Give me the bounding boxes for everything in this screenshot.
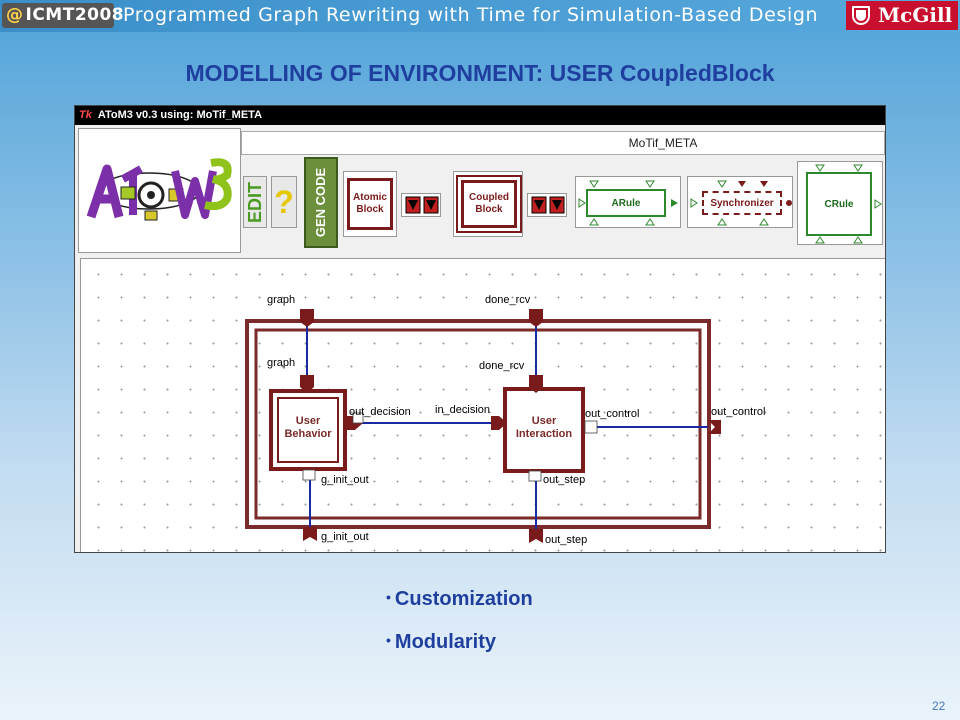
synchronizer-label: Synchronizer — [702, 191, 782, 215]
atom3-logo-graphic — [86, 158, 232, 221]
gen-code-label: GEN CODE — [313, 167, 329, 238]
user-behavior-inport-graph[interactable] — [300, 375, 314, 393]
user-interaction-port-label-done-rcv: done_rcv — [479, 360, 525, 372]
bullet-text: Modularity — [394, 631, 497, 653]
atom3-window: Tk AToM3 v0.3 using: MoTif_META MoTif_MET… — [74, 105, 886, 553]
coupled-port-tool[interactable] — [527, 193, 567, 217]
connection-wires — [306, 324, 708, 529]
outer-port-label-g-init-out: g_init_out — [321, 531, 369, 543]
model-canvas[interactable]: graph done_rcv out_control g_init_out ou… — [80, 258, 885, 552]
coupled-block-label: Coupled Block — [461, 180, 517, 228]
user-interaction-inport-done-rcv[interactable] — [529, 375, 543, 393]
arule-tool[interactable]: ARule — [575, 176, 681, 228]
edit-button[interactable]: EDIT — [243, 176, 267, 228]
user-behavior-port-label-graph: graph — [267, 357, 295, 369]
coupled-block-diagram: graph done_rcv out_control g_init_out ou… — [245, 294, 765, 546]
mcgill-logo: McGill — [846, 1, 958, 30]
icmt-logo: @ICMT2008 — [2, 3, 124, 28]
user-interaction-port-label-out-control: out_control — [585, 408, 639, 420]
outer-outport-out-step[interactable] — [529, 529, 543, 543]
bullet-item: •Customization — [386, 588, 533, 611]
crest-icon — [850, 4, 872, 27]
crule-tool[interactable]: CRule — [797, 161, 883, 245]
user-interaction-block[interactable] — [503, 387, 585, 473]
user-interaction-label-line2: Interaction — [516, 428, 573, 440]
user-interaction-port-label-in-decision: in_decision — [435, 404, 490, 416]
header-band: @ICMT2008 Programmed Graph Rewriting wit… — [0, 0, 960, 32]
user-interaction-outport-out-step[interactable] — [528, 470, 542, 482]
atomic-block-tool[interactable]: Atomic Block — [343, 171, 397, 237]
slide-title: MODELLING OF ENVIRONMENT: USER CoupledBl… — [185, 60, 775, 86]
user-behavior-port-label-g-init-out: g_init_out — [321, 474, 369, 486]
synchronizer-tool[interactable]: Synchronizer — [687, 176, 793, 228]
page-number: 22 — [932, 699, 946, 713]
bullet-dot-icon: • — [386, 632, 391, 648]
crule-ports-icon — [815, 164, 882, 244]
outer-outport-g-init-out[interactable] — [303, 527, 317, 541]
help-button[interactable]: ? — [271, 176, 297, 228]
conference-logo-text: ICMT2008 — [25, 5, 125, 25]
outer-inport-done-rcv[interactable] — [529, 309, 543, 327]
outer-inport-graph[interactable] — [300, 309, 314, 327]
atomic-port-tool[interactable] — [401, 193, 441, 217]
user-interaction-label-line1: User — [532, 415, 557, 427]
atomic-block-label: Atomic Block — [347, 178, 393, 230]
bullet-dot-icon: • — [386, 589, 391, 605]
outer-port-label-graph: graph — [267, 294, 295, 306]
user-interaction-inport-in-decision[interactable] — [491, 416, 507, 430]
window-titlebar[interactable]: Tk AToM3 v0.3 using: MoTif_META — [75, 106, 885, 125]
coupled-block-tool[interactable]: Coupled Block — [453, 171, 523, 237]
meta-label-box: MoTif_META — [241, 131, 885, 155]
user-coupled-block-outer[interactable] — [245, 319, 711, 529]
edit-label: EDIT — [244, 181, 265, 223]
bullet-list: •Customization •Modularity — [386, 588, 533, 674]
header-title: Programmed Graph Rewriting with Time for… — [123, 4, 819, 26]
tk-icon: Tk — [79, 109, 92, 121]
user-behavior-label-line1: User — [296, 415, 321, 427]
inport-outport-icon — [531, 196, 565, 214]
window-title: AToM3 v0.3 using: MoTif_META — [97, 109, 263, 121]
synchronizer-ports-icon — [690, 180, 792, 226]
swirl-icon: @ — [6, 5, 24, 25]
atom3-logo — [78, 128, 241, 253]
inport-outport-icon — [405, 196, 439, 214]
bullet-text: Customization — [394, 588, 533, 610]
gen-code-button[interactable]: GEN CODE — [304, 157, 338, 248]
bullet-item: •Modularity — [386, 631, 533, 654]
user-behavior-block[interactable] — [269, 389, 347, 471]
user-behavior-outport-g-init-out[interactable] — [302, 469, 316, 481]
user-behavior-label-line2: Behavior — [284, 428, 332, 440]
user-coupled-block-inner — [254, 328, 702, 520]
arule-label: ARule — [586, 189, 666, 217]
outer-port-label-done-rcv: done_rcv — [485, 294, 531, 306]
arule-ports-icon — [578, 180, 678, 226]
user-behavior-port-label-out-decision: out_decision — [349, 406, 411, 418]
outer-outport-out-control[interactable] — [708, 420, 721, 434]
university-logo-text: McGill — [878, 3, 953, 27]
outer-port-label-out-step: out_step — [545, 534, 587, 546]
user-interaction-outport-out-control[interactable] — [584, 420, 598, 434]
user-behavior-outport-out-decision[interactable] — [347, 412, 364, 430]
outer-port-label-out-control: out_control — [711, 406, 765, 418]
user-interaction-port-label-out-step: out_step — [543, 474, 585, 486]
crule-label: CRule — [806, 172, 872, 236]
